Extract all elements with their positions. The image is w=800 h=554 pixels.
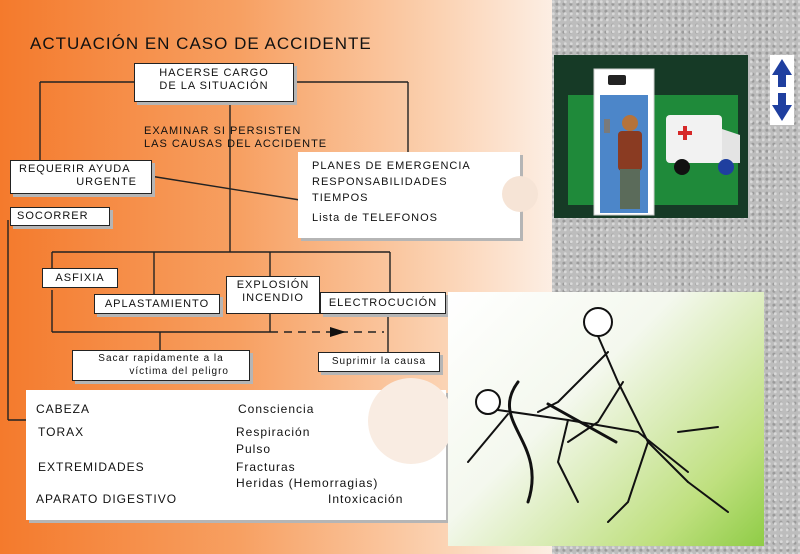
box-requerir-line2: URGENTE [76,176,137,188]
box-requerir-line1: REQUERIR AYUDA [19,163,131,175]
assessment-panel [26,378,454,520]
rescue-svg [467,307,729,523]
box-explosion-line2: INCENDIO [242,292,304,304]
planes-line3: TIEMPOS [312,192,369,204]
slide-title: ACTUACIÓN EN CASO DE ACCIDENTE [30,34,372,53]
check-heridas: Heridas (Hemorragias) [236,476,379,490]
text-examinar-2: LAS CAUSAS DEL ACCIDENTE [144,138,328,150]
box-explosion-incendio: EXPLOSIÓN INCENDIO [226,276,320,314]
box-requerir-ayuda: REQUERIR AYUDA URGENTE [10,160,152,194]
box-hacerse-line1: HACERSE CARGO [159,67,269,79]
box-suprimir-causa: Suprimir la causa [318,352,440,372]
arrow-down-icon[interactable] [772,93,792,121]
check-respiracion: Respiración [236,425,311,439]
text-examinar-1: EXAMINAR SI PERSISTEN [144,125,302,137]
box-sacar-line1: Sacar rapidamente a la [98,353,224,364]
nav-arrows [770,55,794,125]
part-aparato-digestivo: APARATO DIGESTIVO [36,492,178,506]
check-pulso: Pulso [236,442,272,456]
part-torax: TORAX [38,425,85,439]
box-asfixia: ASFIXIA [42,268,118,288]
rescue-illustration [448,292,764,546]
phone-ambulance-illustration [554,55,748,218]
part-extremidades: EXTREMIDADES [38,460,145,474]
box-hacerse-line2: DE LA SITUACIÓN [159,80,269,92]
box-sacar-line2: víctima del peligro [129,366,229,377]
telephone-icon [608,75,626,85]
box-planes-emergencia: PLANES DE EMERGENCIA RESPONSABILIDADES T… [298,152,538,238]
check-fracturas: Fracturas [236,460,296,474]
box-explosion-line1: EXPLOSIÓN [236,279,310,291]
check-intoxicacion: Intoxicación [328,492,404,506]
box-socorrer: SOCORRER [10,207,110,226]
box-hacerse-cargo: HACERSE CARGO DE LA SITUACIÓN [134,63,294,102]
planes-line4: Lista de TELEFONOS [312,212,439,224]
phone-ambulance-svg [568,68,740,216]
box-electrocucion: ELECTROCUCIÓN [320,292,446,314]
box-sacar-victima: Sacar rapidamente a la víctima del pelig… [72,350,250,381]
part-cabeza: CABEZA [36,402,91,416]
planes-line2: RESPONSABILIDADES [312,176,448,188]
box-aplastamiento: APLASTAMIENTO [94,294,220,314]
check-consciencia: Consciencia [238,402,315,416]
arrow-up-icon[interactable] [772,59,792,87]
planes-line1: PLANES DE EMERGENCIA [312,160,471,172]
